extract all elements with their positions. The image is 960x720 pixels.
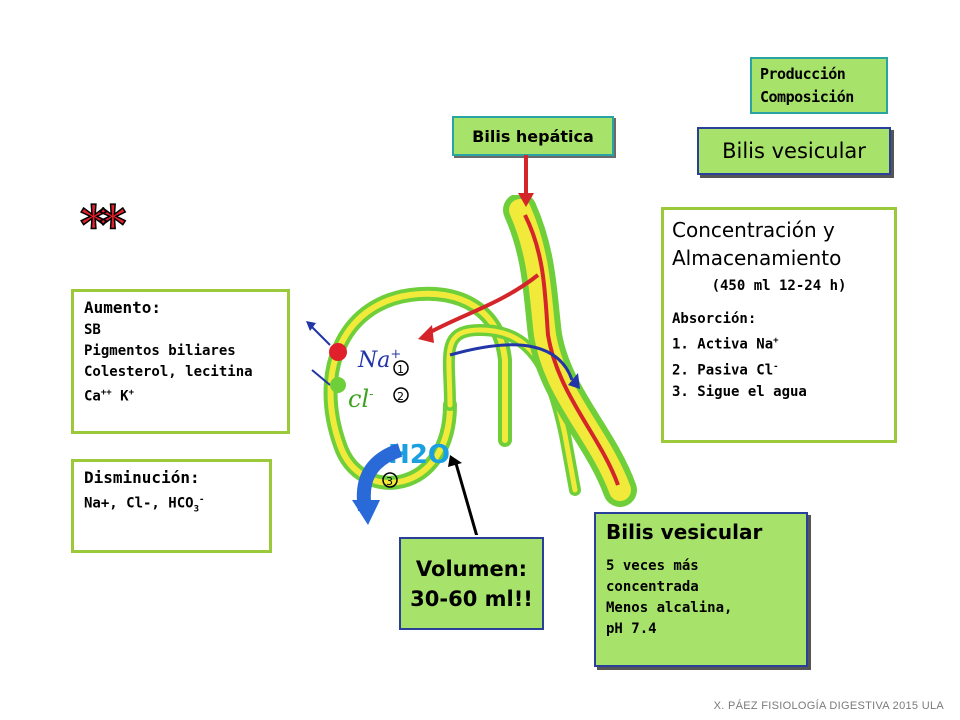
absorption-item-2: 2. Pasiva Cl- <box>672 361 779 379</box>
production-label: Producción <box>760 65 846 83</box>
concentration-duration: (450 ml 12-24 h) <box>711 278 847 294</box>
absorption-title: Absorción: <box>672 311 757 327</box>
increase-box: Aumento: SB Pigmentos biliares Colestero… <box>71 289 290 434</box>
vesicular-bile-title: Bilis vesicular <box>606 520 763 544</box>
hepatic-arrow <box>518 155 534 207</box>
emphasis-stars: ** <box>79 195 127 257</box>
composition-label: Composición <box>760 88 854 106</box>
production-composition-box: Producción Composición <box>750 57 888 114</box>
svg-text:3: 3 <box>386 475 393 488</box>
vesicular-bile-line: 5 veces más <box>606 558 699 574</box>
vesicular-bile-line: Menos alcalina, <box>606 600 733 616</box>
green-dot-icon <box>330 377 346 393</box>
vesicular-bile-box: Bilis vesicular 5 veces más concentrada … <box>594 512 808 667</box>
vesicular-bile-top-label: Bilis vesicular <box>697 127 891 175</box>
increase-title: Aumento: <box>84 298 162 317</box>
increase-item: Colesterol, lecitina <box>84 364 253 380</box>
volume-box: Volumen: 30-60 ml!! <box>399 537 544 630</box>
svg-text:2: 2 <box>397 390 404 403</box>
svg-text:1: 1 <box>397 363 404 376</box>
volume-line2: 30-60 ml!! <box>410 586 533 611</box>
absorption-item-3: 3. Sigue el agua <box>672 384 807 401</box>
bile-flow-red <box>523 214 620 486</box>
hepatic-bile-label: Bilis hepática <box>452 116 614 156</box>
na-label: Na+ <box>357 347 401 373</box>
volume-line1: Volumen: <box>415 556 528 581</box>
increase-ions: Ca++ K+ <box>84 388 134 405</box>
increase-item: SB <box>84 322 101 338</box>
gallbladder-drawing: Na+ 1 cl- 2 H2O 3 <box>306 195 637 535</box>
decrease-ions: Na+, Cl-, HCO3- <box>84 495 205 515</box>
increase-item: Pigmentos biliares <box>84 343 236 359</box>
red-dot-icon <box>329 343 347 361</box>
concentration-line1: Concentración y <box>672 218 835 242</box>
red-arrowhead <box>418 325 434 343</box>
vesicular-bile-line: concentrada <box>606 579 699 595</box>
blue-flow-arrow <box>449 343 574 381</box>
volume-arrowhead <box>448 455 462 467</box>
footer-credit: X. PÁEZ FISIOLOGÍA DIGESTIVA 2015 ULA <box>713 700 944 712</box>
concentration-line2: Almacenamiento <box>672 246 842 270</box>
vesicular-bile-line: pH 7.4 <box>606 621 657 637</box>
cl-label: cl- <box>348 385 374 413</box>
concentration-box: Concentración y Almacenamiento (450 ml 1… <box>661 207 897 443</box>
decrease-box: Disminución: Na+, Cl-, HCO3- <box>71 459 272 553</box>
decrease-title: Disminución: <box>84 468 200 487</box>
absorption-item-1: 1. Activa Na+ <box>672 336 779 353</box>
